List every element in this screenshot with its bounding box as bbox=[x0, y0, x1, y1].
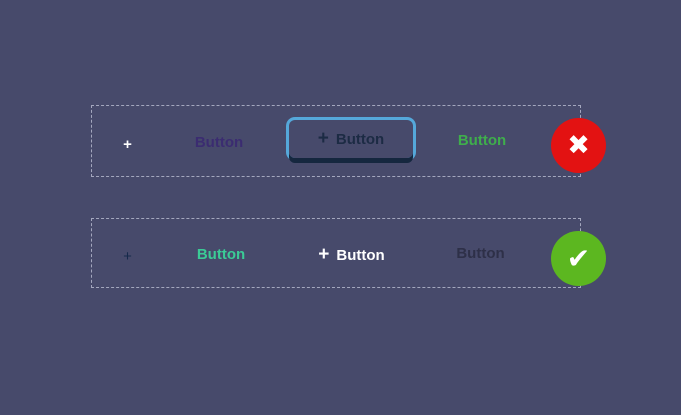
magenta-button[interactable]: Button bbox=[158, 122, 280, 163]
incorrect-badge: ✖ bbox=[551, 118, 606, 173]
correct-badge: ✔ bbox=[551, 231, 606, 286]
button-label: Button bbox=[335, 130, 385, 148]
plus-icon: + bbox=[123, 136, 132, 153]
plus-icon: + bbox=[317, 128, 329, 149]
beige-button[interactable]: Button bbox=[420, 117, 544, 164]
plus-icon: + bbox=[318, 244, 330, 265]
glossy-blue-button[interactable]: + Button bbox=[289, 120, 413, 158]
plus-icon: + bbox=[123, 248, 132, 265]
coral-button[interactable]: + Button bbox=[291, 233, 412, 277]
outline-button[interactable]: Button bbox=[162, 231, 280, 278]
check-mark-icon: ✔ bbox=[566, 243, 591, 274]
x-mark-icon: ✖ bbox=[567, 130, 590, 160]
gradient-circle-plus-button[interactable]: + bbox=[104, 121, 151, 168]
button-label: Button bbox=[196, 246, 246, 263]
yellow-button[interactable]: Button bbox=[420, 231, 541, 276]
button-label: Button bbox=[457, 132, 507, 149]
button-label: Button bbox=[456, 245, 505, 262]
button-label: Button bbox=[194, 134, 244, 151]
button-label: Button bbox=[336, 246, 385, 264]
blue-circle-plus-button[interactable]: + bbox=[104, 233, 151, 280]
